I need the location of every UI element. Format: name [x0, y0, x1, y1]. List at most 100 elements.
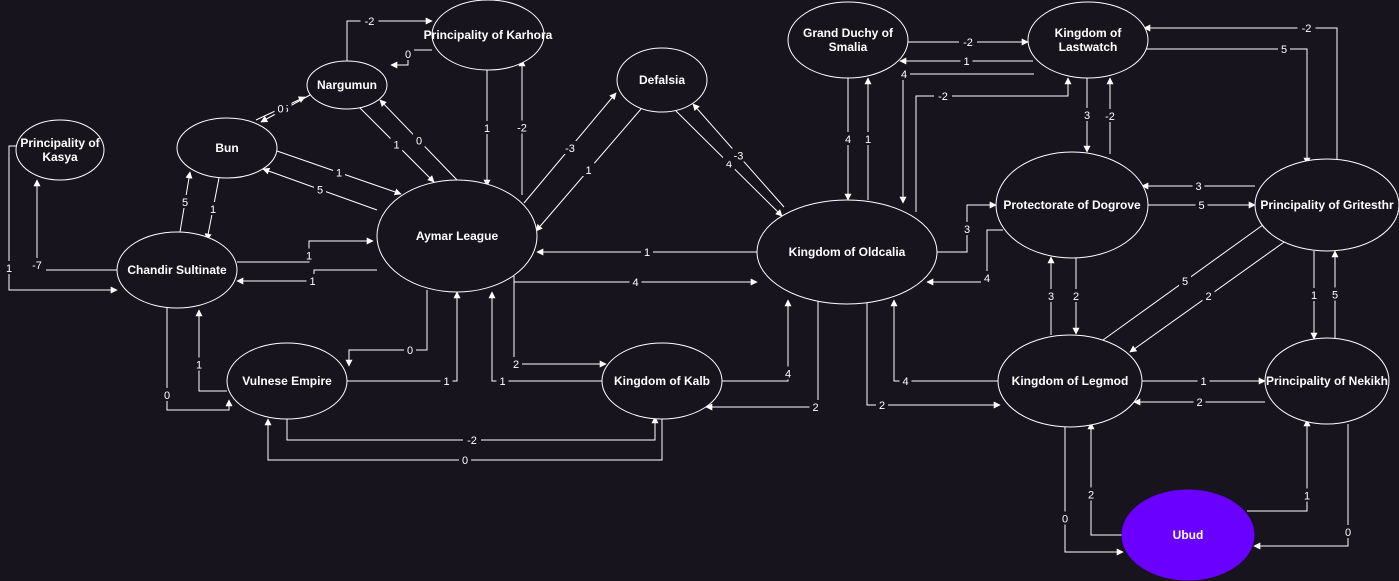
- edge-label: 5: [1278, 42, 1290, 56]
- edge-label: 3: [961, 222, 973, 236]
- edge-label-text: 1: [585, 165, 591, 177]
- node-kalb[interactable]: Kingdom of Kalb: [601, 342, 723, 420]
- node-shape[interactable]: [226, 342, 348, 420]
- edge-label-text: 1: [196, 360, 202, 372]
- edge-label: -2: [1297, 21, 1316, 35]
- node-bun[interactable]: Bun: [176, 117, 278, 179]
- edge-label-text: 2: [812, 402, 818, 414]
- edge-label-text: 0: [1345, 527, 1351, 539]
- edge-label: 2: [1193, 395, 1206, 409]
- edge-label-text: 2: [1196, 397, 1202, 409]
- edge-kalb-to-aymar: [488, 291, 602, 382]
- edge-label: 3: [1192, 179, 1205, 193]
- edge-label-text: -2: [963, 37, 973, 49]
- edge-chandir-to-kasya: [33, 179, 117, 271]
- edge-label: 0: [459, 453, 471, 467]
- edge-label-text: 1: [499, 376, 505, 388]
- edge-label: 1: [1308, 288, 1320, 302]
- node-shape[interactable]: [995, 151, 1149, 259]
- node-shape[interactable]: [616, 47, 708, 113]
- node-nekikh[interactable]: Principality of Nekikh: [1264, 337, 1390, 425]
- node-label: Kingdom of: [1055, 26, 1123, 40]
- node-chandir[interactable]: Chandir Sultinate: [116, 231, 238, 309]
- edge-vulnese-to-chandir: [195, 309, 227, 392]
- node-label: Principality of Karhora: [424, 28, 553, 42]
- node-shape[interactable]: [787, 1, 909, 79]
- node-shape[interactable]: [997, 334, 1143, 428]
- edge-label: 1: [481, 121, 493, 135]
- edge-label: 4: [899, 374, 912, 388]
- node-shape[interactable]: [601, 342, 723, 420]
- node-label: Bun: [215, 141, 238, 155]
- node-karhora[interactable]: Principality of Karhora: [424, 0, 553, 71]
- node-shape[interactable]: [15, 119, 105, 181]
- edge-label-text: 5: [1332, 290, 1338, 302]
- edge-label-text: 4: [845, 134, 851, 146]
- edge-label-text: 2: [879, 400, 885, 412]
- node-shape[interactable]: [306, 60, 388, 110]
- edge-label: 2: [809, 400, 822, 414]
- edge-label: 1: [641, 245, 653, 259]
- edge-label-text: 5: [1281, 44, 1287, 56]
- node-nargumun[interactable]: Nargumun: [306, 60, 388, 110]
- edge-label: 0: [1059, 511, 1071, 526]
- edge-label-text: 0: [164, 390, 170, 402]
- node-legmod[interactable]: Kingdom of Legmod: [997, 334, 1143, 428]
- node-shape[interactable]: [116, 231, 238, 309]
- edge-labels-layer: 0-2501-75115101-2-3111010121-20144-34241…: [3, 14, 1354, 539]
- edge-label-text: 4: [901, 69, 907, 81]
- node-gritesthr[interactable]: Principality of Gritesthr: [1254, 158, 1399, 252]
- edge-chandir-to-vulnese: [166, 308, 233, 411]
- node-shape[interactable]: [376, 179, 538, 293]
- node-aymar[interactable]: Aymar League: [376, 179, 538, 293]
- edge-dogrove-to-oldcalia: [926, 229, 1003, 286]
- edge-label: 1: [333, 165, 345, 180]
- edge-label-text: 2: [1088, 490, 1094, 502]
- edge-label-text: 4: [726, 159, 732, 171]
- edge-label-text: -3: [734, 151, 744, 163]
- edge-label-text: 0: [416, 136, 422, 148]
- edge-label-text: -7: [32, 260, 42, 272]
- edge-legmod-to-oldcalia: [890, 299, 998, 382]
- node-vulnese[interactable]: Vulnese Empire: [226, 342, 348, 420]
- edge-oldcalia-to-legmod: [866, 302, 1001, 409]
- node-shape[interactable]: [1121, 489, 1255, 581]
- edge-label: 0: [1342, 525, 1354, 539]
- edge-label-text: 0: [462, 455, 468, 467]
- edge-label-text: 3: [964, 224, 970, 236]
- node-ubud[interactable]: Ubud: [1121, 489, 1255, 581]
- edge-label-text: 1: [306, 251, 312, 263]
- node-label: Lastwatch: [1059, 40, 1118, 54]
- edge-label: 1: [496, 374, 509, 388]
- edge-label: 4: [842, 132, 854, 146]
- edge-label: 5: [1195, 198, 1208, 212]
- edge-ubud-to-legmod: [1087, 422, 1122, 536]
- node-shape[interactable]: [756, 199, 938, 305]
- edge-label-text: 1: [336, 168, 342, 180]
- node-shape[interactable]: [1254, 158, 1399, 252]
- node-shape[interactable]: [431, 0, 545, 71]
- edge-label: 1: [862, 132, 874, 146]
- edge-lastwatch-to-gritesthr: [1146, 48, 1311, 165]
- node-oldcalia[interactable]: Kingdom of Oldcalia: [756, 199, 938, 305]
- edge-gritesthr-to-lastwatch: [1143, 24, 1338, 160]
- node-shape[interactable]: [176, 117, 278, 179]
- node-defalsia[interactable]: Defalsia: [616, 47, 708, 113]
- edge-label: -2: [513, 120, 531, 135]
- edge-label: 1: [193, 357, 205, 372]
- edge-label: 4: [898, 67, 910, 81]
- node-label: Chandir Sultinate: [127, 263, 227, 277]
- node-shape[interactable]: [1264, 337, 1390, 425]
- edge-nargumun-to-karhora: [346, 17, 433, 61]
- edge-label: 0: [402, 47, 414, 61]
- edge-label-text: 1: [1311, 290, 1317, 302]
- edge-vulnese-to-aymar: [347, 291, 461, 382]
- node-shape[interactable]: [1027, 1, 1149, 79]
- edge-label-text: 4: [632, 277, 638, 289]
- node-dogrove[interactable]: Protectorate of Dogrove: [995, 151, 1149, 259]
